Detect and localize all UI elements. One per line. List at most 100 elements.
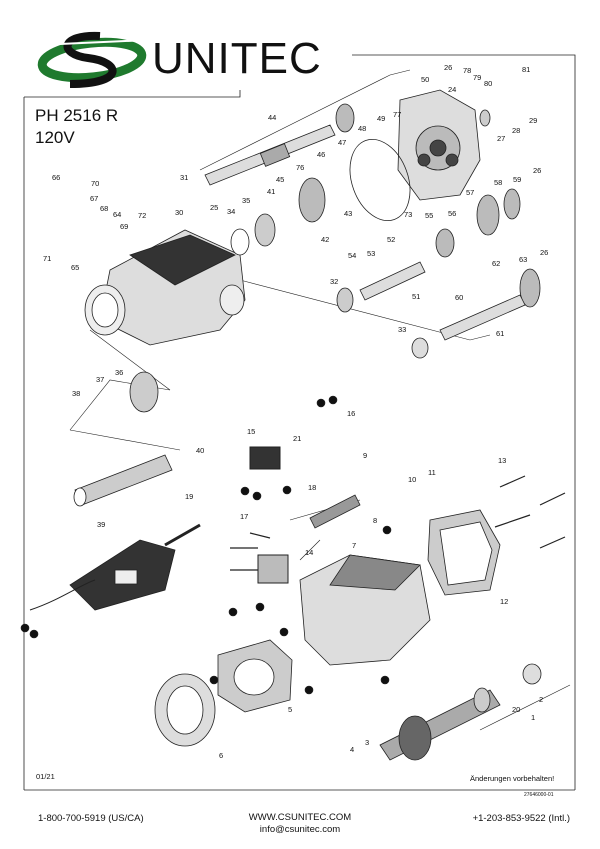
cs-unitec-logo	[37, 31, 149, 88]
handle	[69, 539, 176, 611]
callout-52: 52	[387, 235, 395, 244]
callout-43: 43	[344, 209, 352, 218]
callout-51: 51	[412, 292, 420, 301]
callout-59: 59	[513, 175, 521, 184]
callout-30: 30	[175, 208, 183, 217]
disclaimer: Änderungen vorbehalten!	[470, 774, 555, 783]
callout-3: 3	[365, 738, 369, 747]
callout-33: 33	[398, 325, 406, 334]
power-cord	[29, 579, 96, 611]
callout-11: 11	[428, 468, 436, 477]
callout-35: 35	[242, 196, 250, 205]
callout-47: 47	[338, 138, 346, 147]
capacitor-part	[257, 554, 289, 584]
callout-70: 70	[91, 179, 99, 188]
callout-10: 10	[408, 475, 416, 484]
callout-48: 48	[358, 124, 366, 133]
gears	[298, 103, 541, 308]
wire-markers	[20, 395, 392, 695]
callout-26a: 26	[444, 63, 452, 72]
svg-text:5: 5	[282, 628, 286, 637]
callout-55: 55	[425, 211, 433, 220]
callout-6: 6	[219, 751, 223, 760]
callout-69: 69	[120, 222, 128, 231]
callout-2: 2	[539, 695, 543, 704]
callout-54: 54	[348, 251, 356, 260]
callout-34: 34	[227, 207, 235, 216]
callout-56: 56	[448, 209, 456, 218]
callout-31: 31	[180, 173, 188, 182]
callout-79: 79	[473, 73, 481, 82]
callout-45: 45	[276, 175, 284, 184]
callout-19: 19	[185, 492, 193, 501]
switch-part	[249, 446, 281, 470]
footer-phone-us[interactable]: 1-800-700-5919 (US/CA)	[38, 813, 144, 824]
callout-65: 65	[71, 263, 79, 272]
gear-housing	[397, 89, 481, 201]
callout-39: 39	[97, 520, 105, 529]
svg-text:1: 1	[23, 624, 27, 633]
armature-shaft-part	[204, 124, 336, 186]
callout-78: 78	[463, 66, 471, 75]
svg-text:3: 3	[231, 608, 235, 617]
callout-72: 72	[138, 211, 146, 220]
svg-text:5: 5	[307, 686, 311, 695]
svg-text:4: 4	[255, 492, 259, 501]
callout-46: 46	[317, 150, 325, 159]
footer-email[interactable]: info@csunitec.com	[259, 824, 341, 835]
callout-40: 40	[196, 446, 204, 455]
svg-text:4: 4	[258, 603, 262, 612]
svg-text:1: 1	[285, 486, 289, 495]
callout-68: 68	[100, 204, 108, 213]
callout-36: 36	[115, 368, 123, 377]
callout-24: 24	[448, 85, 456, 94]
callout-58: 58	[494, 178, 502, 187]
callout-53: 53	[367, 249, 375, 258]
svg-text:5: 5	[385, 526, 389, 535]
brand-name: UNITEC	[152, 34, 322, 83]
callout-1: 1	[531, 713, 535, 722]
screws	[230, 475, 566, 571]
model-voltage: 120V	[35, 128, 75, 147]
wire-marker-labels: 1 2 3 4 3 4 1 3 4 5 5 5 5 2	[23, 396, 389, 695]
motor-housing	[299, 554, 431, 666]
callout-66: 66	[52, 173, 60, 182]
callout-29: 29	[529, 116, 537, 125]
field-coil	[217, 639, 293, 713]
footer-website[interactable]: WWW.CSUNITEC.COM	[248, 812, 352, 823]
callout-63: 63	[519, 255, 527, 264]
callout-80: 80	[484, 79, 492, 88]
cord-guard	[164, 523, 201, 547]
callout-76: 76	[296, 163, 304, 172]
callout-4: 4	[350, 745, 354, 754]
callout-13: 13	[498, 456, 506, 465]
callout-81: 81	[522, 65, 530, 74]
footer-phone-intl[interactable]: +1-203-853-9522 (Intl.)	[472, 813, 570, 824]
fan-housing	[427, 509, 501, 596]
part-callouts: 1 2 3 4 5 6 7 8 9 10 11 12 13 14 15 16 1…	[43, 63, 548, 760]
callout-77: 77	[393, 110, 401, 119]
date-code: 01/21	[36, 772, 55, 781]
callout-73: 73	[404, 210, 412, 219]
model-name: PH 2516 R	[35, 106, 119, 125]
callout-32: 32	[330, 277, 338, 286]
callout-17: 17	[240, 512, 248, 521]
callout-14: 14	[305, 548, 313, 557]
o-ring-part	[349, 138, 411, 222]
svg-text:5: 5	[383, 676, 387, 685]
model-info: PH 2516 R 120V	[35, 105, 118, 149]
callout-50: 50	[421, 75, 429, 84]
front-ring	[154, 673, 216, 747]
callout-26c: 26	[540, 248, 548, 257]
svg-text:2: 2	[212, 676, 216, 685]
callout-71: 71	[43, 254, 51, 263]
callout-7: 7	[352, 541, 356, 550]
drive-spindle	[73, 454, 173, 507]
callout-49: 49	[377, 114, 385, 123]
callout-27: 27	[497, 134, 505, 143]
callout-20: 20	[512, 705, 520, 714]
callout-62: 62	[492, 259, 500, 268]
callout-57: 57	[466, 188, 474, 197]
callout-5: 5	[288, 705, 292, 714]
callout-12: 12	[500, 597, 508, 606]
